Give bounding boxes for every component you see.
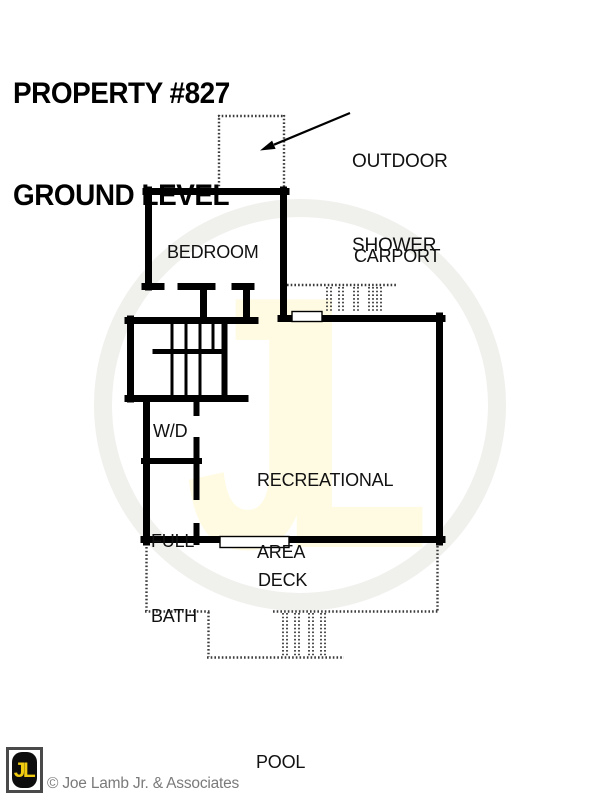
joe-lamb-logo: JL xyxy=(6,747,43,793)
page-title: PROPERTY #827 GROUND LEVEL xyxy=(13,9,230,281)
logo-jl-text: JL xyxy=(13,758,36,782)
stair-treads xyxy=(170,321,215,398)
outdoor-shower-outline xyxy=(217,114,286,195)
copyright-text: © Joe Lamb Jr. & Associates xyxy=(47,775,240,792)
property-number: PROPERTY #827 xyxy=(13,77,230,110)
pool-steps xyxy=(282,613,326,656)
label-washer-dryer: W/D xyxy=(153,421,188,441)
label-outdoor-shower: OUTDOOR SHOWER xyxy=(352,151,448,256)
label-deck: DECK xyxy=(258,570,308,590)
label-pool-area: POOL AREA xyxy=(256,752,306,772)
deck-outline xyxy=(145,546,439,659)
doors xyxy=(219,310,323,549)
carport-steps xyxy=(287,283,396,312)
label-full-bath: FULL BATH xyxy=(151,531,197,626)
bedroom-walls xyxy=(141,186,290,322)
carport-entry-door xyxy=(291,310,323,323)
label-recreational-area: RECREATIONAL AREA xyxy=(257,470,394,562)
deck-door xyxy=(219,535,290,549)
stair-walls xyxy=(124,315,259,403)
dotted-outlines xyxy=(145,114,439,659)
logo-oval: JL xyxy=(12,752,37,788)
label-bedroom: BEDROOM xyxy=(167,242,259,262)
outdoor-shower-arrow-icon xyxy=(260,111,351,151)
label-carport: CARPORT xyxy=(354,246,441,266)
level-name: GROUND LEVEL xyxy=(13,179,230,212)
